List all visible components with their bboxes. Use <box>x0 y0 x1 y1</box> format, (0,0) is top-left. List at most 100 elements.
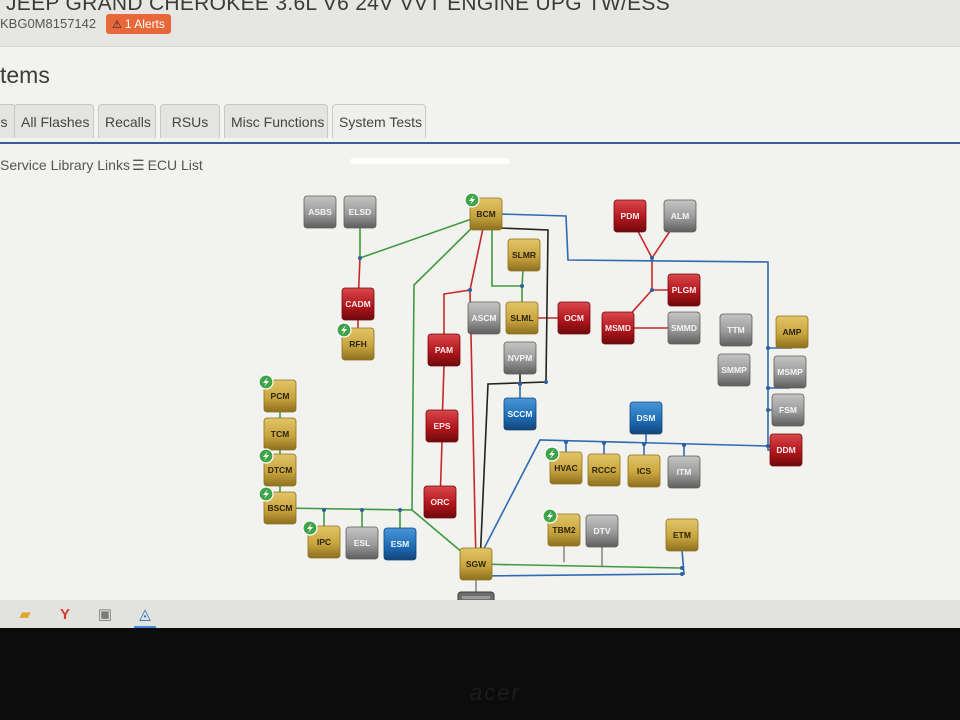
ecu-sgw[interactable]: SGW <box>459 547 493 581</box>
ecu-alm[interactable]: ALM <box>663 199 697 233</box>
bus-wire-2 <box>279 507 413 511</box>
ecu-ddm[interactable]: DDM <box>769 433 803 467</box>
ecu-label: MSMD <box>605 323 631 333</box>
ecu-box <box>303 195 337 229</box>
tab-misc-functions[interactable]: Misc Functions <box>224 104 328 138</box>
ecu-rccc[interactable]: RCCC <box>587 453 621 487</box>
file-explorer-icon[interactable]: ▰ <box>19 606 31 623</box>
bus-wire-1 <box>411 213 487 565</box>
ecu-label: TCM <box>271 429 289 439</box>
ecu-pdm[interactable]: PDM <box>613 199 647 233</box>
ecu-nvpm[interactable]: NVPM <box>503 341 537 375</box>
ecu-plgm[interactable]: PLGM <box>667 273 701 307</box>
alerts-badge[interactable]: ⚠1 Alerts <box>106 14 171 34</box>
ecu-slmr[interactable]: SLMR <box>507 238 541 272</box>
ecu-label: ALM <box>671 211 689 221</box>
ecu-cadm[interactable]: CADM <box>341 287 375 321</box>
ecu-fsm[interactable]: FSM <box>771 393 805 427</box>
monitor-logo: acer <box>470 680 521 705</box>
ecu-sccm[interactable]: SCCM <box>503 397 537 431</box>
bus-wire-20 <box>479 227 549 565</box>
ecu-box <box>667 273 701 307</box>
ecu-label: RFH <box>349 339 366 349</box>
monitor-bezel: acer <box>0 628 960 720</box>
bus-junction-13 <box>766 386 770 390</box>
ecu-label: BCM <box>476 209 495 219</box>
taskbar: ▰ Y ▣ ◬ <box>0 600 960 630</box>
vehicle-title: JEEP GRAND CHEROKEE 3.6L V6 24V VVT ENGI… <box>6 0 670 15</box>
tab-all-flashes[interactable]: All Flashes <box>14 104 94 138</box>
ecu-orc[interactable]: ORC <box>423 485 457 519</box>
screen-glare <box>350 158 510 164</box>
ecu-slml[interactable]: SLML <box>505 301 539 335</box>
ecu-ipc[interactable]: IPC <box>302 520 341 559</box>
service-library-links[interactable]: Service Library Links <box>0 157 130 173</box>
ecu-msmp[interactable]: MSMP <box>773 355 807 389</box>
ecu-dtcm[interactable]: DTCM <box>258 448 297 487</box>
ecu-box <box>663 199 697 233</box>
ecu-dtv[interactable]: DTV <box>585 514 619 548</box>
ecu-box <box>345 526 379 560</box>
ecu-eps[interactable]: EPS <box>425 409 459 443</box>
ecu-list-link[interactable]: ☰ECU List <box>132 157 203 174</box>
ecu-pcm[interactable]: PCM <box>258 374 297 413</box>
ecu-box <box>601 311 635 345</box>
ecu-label: MSMP <box>777 367 803 377</box>
ecu-box <box>587 453 621 487</box>
ecu-asbs[interactable]: ASBS <box>303 195 337 229</box>
bus-junction-12 <box>766 346 770 350</box>
ecu-label: PLGM <box>672 285 697 295</box>
ecu-bscm[interactable]: BSCM <box>258 486 297 525</box>
page-heading: tems <box>0 62 50 88</box>
ecu-elsd[interactable]: ELSD <box>343 195 377 229</box>
ecu-box <box>585 514 619 548</box>
ecu-box <box>667 455 701 489</box>
ecu-smmd[interactable]: SMMD <box>667 311 701 345</box>
photos-icon[interactable]: ▣ <box>97 606 113 623</box>
bus-wire-33 <box>475 549 685 577</box>
ecu-smmp[interactable]: SMMP <box>717 353 751 387</box>
ecu-itm[interactable]: ITM <box>667 455 701 489</box>
ecu-esl[interactable]: ESL <box>345 526 379 560</box>
ecu-box <box>427 333 461 367</box>
flash-available-icon <box>258 486 274 502</box>
ecu-ocm[interactable]: OCM <box>557 301 591 335</box>
ecu-ics[interactable]: ICS <box>627 454 661 488</box>
ecu-ttm[interactable]: TTM <box>719 313 753 347</box>
ecu-label: ICS <box>637 466 652 476</box>
ecu-hvac[interactable]: HVAC <box>544 446 583 485</box>
ecu-rfh[interactable]: RFH <box>336 322 375 361</box>
ecu-bcm[interactable]: BCM <box>464 192 503 231</box>
ecu-pam[interactable]: PAM <box>427 333 461 367</box>
ecu-etm[interactable]: ETM <box>665 518 699 552</box>
ecu-box <box>629 401 663 435</box>
ecu-box <box>307 525 341 559</box>
flash-available-icon <box>258 448 274 464</box>
ecu-box <box>383 527 417 561</box>
tab-system-tests[interactable]: System Tests <box>332 104 426 138</box>
ecu-amp[interactable]: AMP <box>775 315 809 349</box>
bus-junction-5 <box>398 508 402 512</box>
ecu-esm[interactable]: ESM <box>383 527 417 561</box>
vehicle-header: JEEP GRAND CHEROKEE 3.6L V6 24V VVT ENGI… <box>0 0 960 47</box>
ecu-box <box>719 313 753 347</box>
ecu-tbm2[interactable]: TBM2 <box>542 508 581 547</box>
ecu-tcm[interactable]: TCM <box>263 417 297 451</box>
ecu-label: CADM <box>345 299 371 309</box>
ecu-msmd[interactable]: MSMD <box>601 311 635 345</box>
ecu-label: ETM <box>673 530 691 540</box>
yandex-browser-icon[interactable]: Y <box>59 606 70 623</box>
ecu-dsm[interactable]: DSM <box>629 401 663 435</box>
ecu-box <box>503 341 537 375</box>
ecu-box <box>263 491 297 525</box>
ecu-label: DDM <box>776 445 795 455</box>
ecu-ascm[interactable]: ASCM <box>467 301 501 335</box>
ecu-box <box>263 379 297 413</box>
tab-rsus[interactable]: RSUs <box>160 104 220 138</box>
ecu-box <box>627 454 661 488</box>
ecu-label: ASBS <box>308 207 332 217</box>
diagnostic-app-icon[interactable]: ◬ <box>134 604 156 628</box>
tab-recalls[interactable]: Recalls <box>98 104 156 138</box>
bus-junction-0 <box>358 256 362 260</box>
bus-junction-3 <box>322 508 326 512</box>
